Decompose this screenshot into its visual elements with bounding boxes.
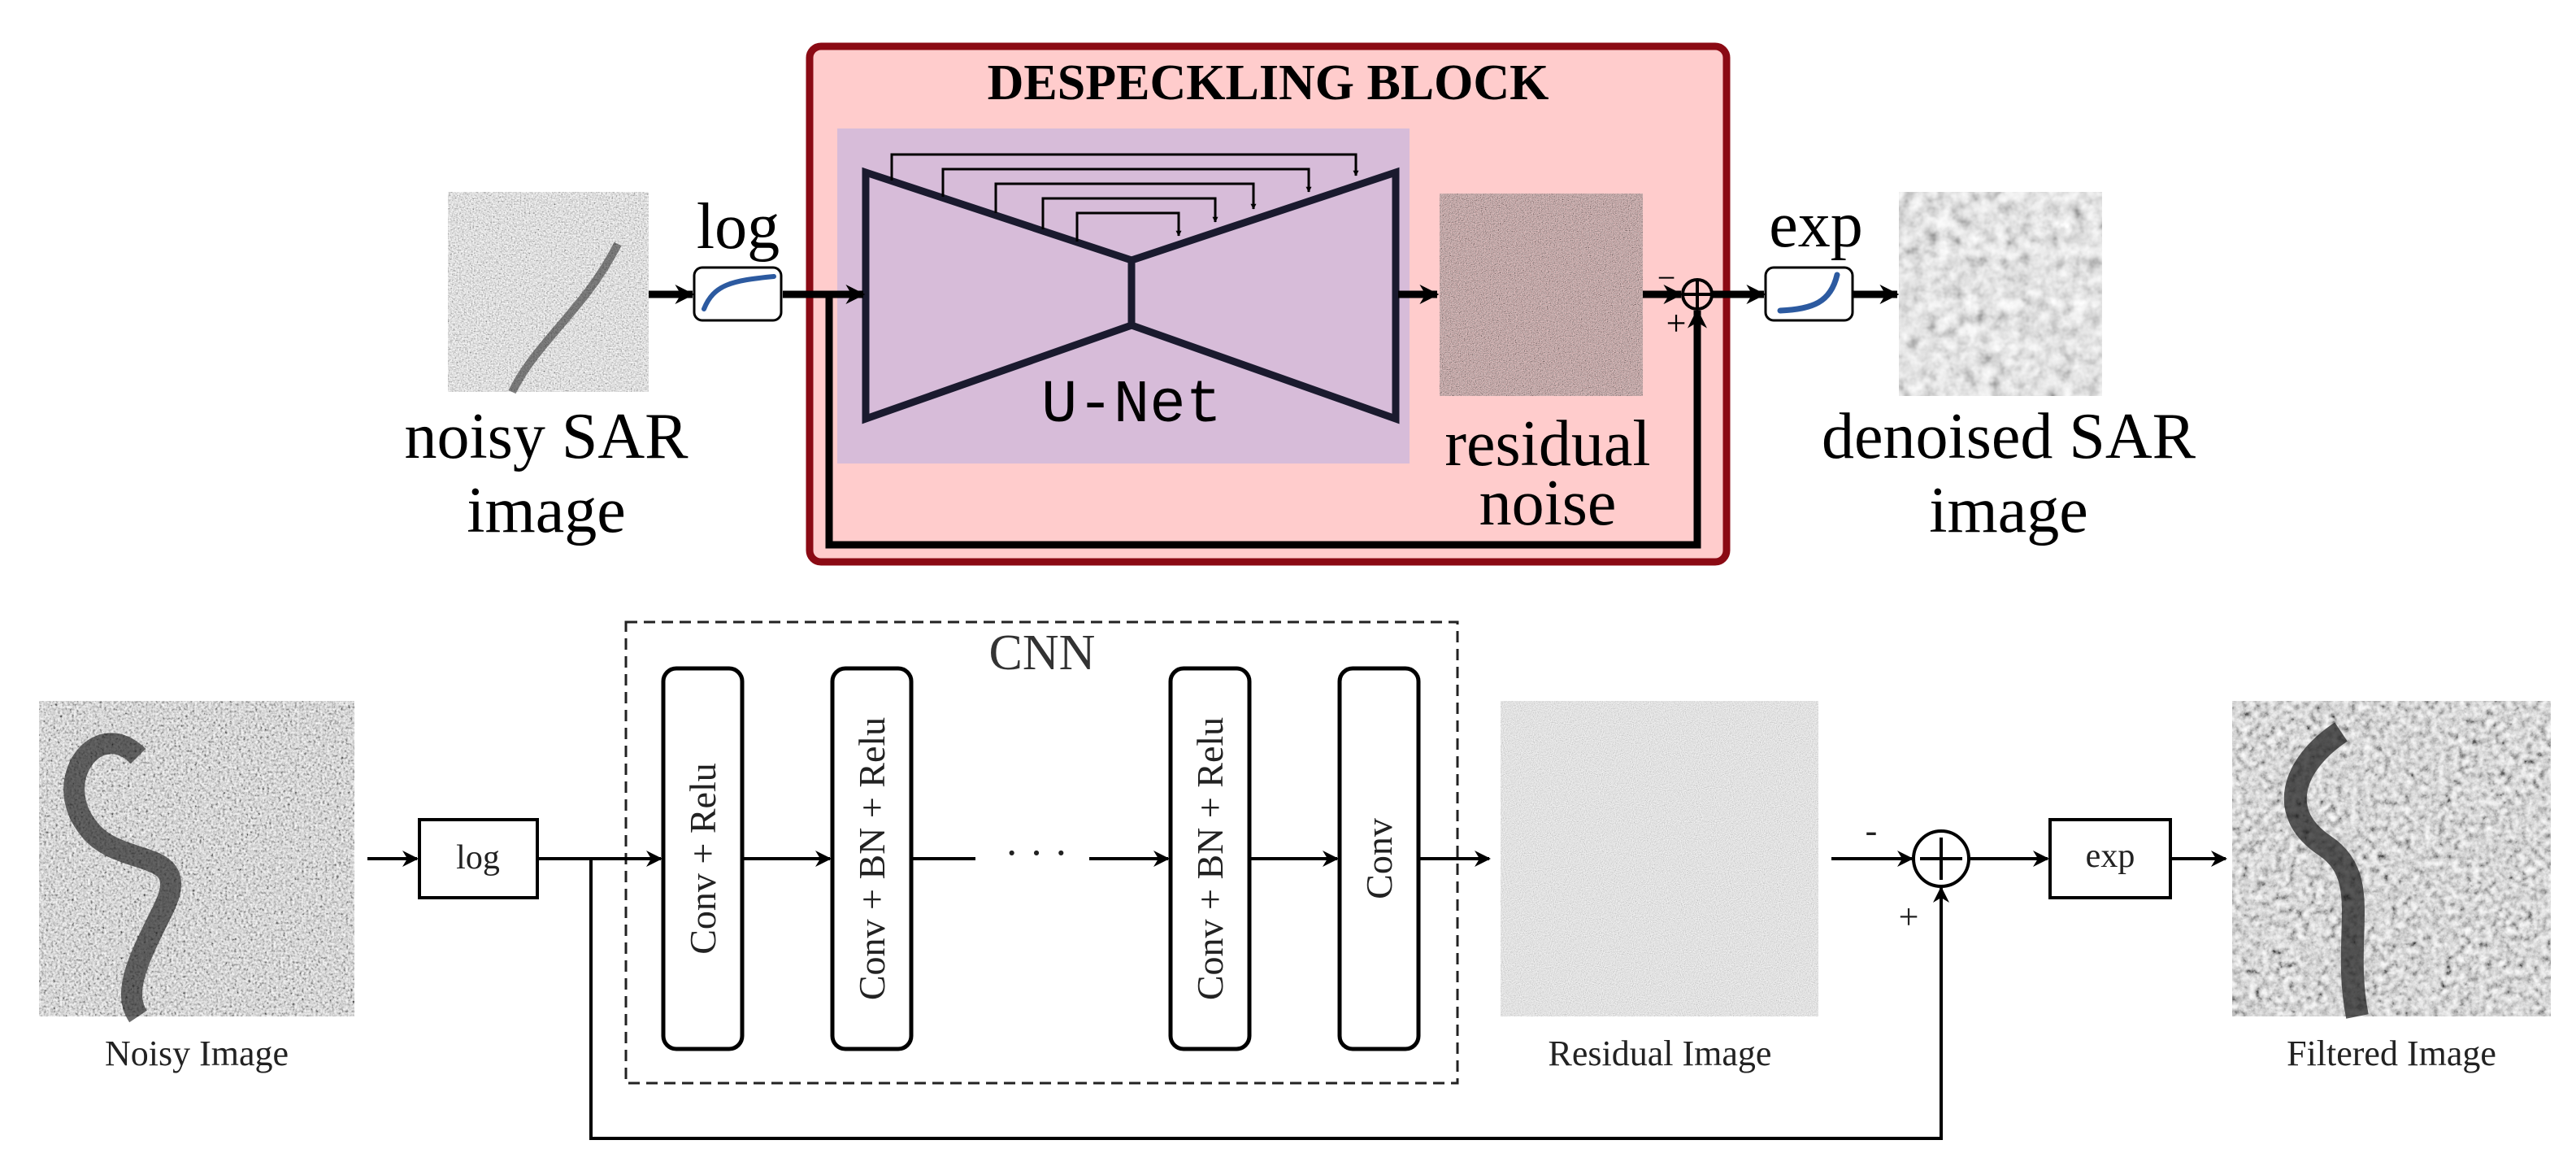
noisy-sar-caption-line1: noisy SAR [405, 401, 689, 472]
noisy-sar-river [508, 242, 622, 394]
cnn-label: CNN [989, 625, 1096, 681]
bottom-minus-sign: - [1866, 811, 1878, 851]
bottom-exp-box [2048, 818, 2172, 899]
cnn-region [624, 620, 1459, 1085]
cnn-layer-1: Conv + Relu [661, 666, 745, 1051]
cnn-layer-1-label: Conv + Relu [682, 763, 723, 955]
top-exp-label: exp [1769, 189, 1863, 261]
top-plus-sign: + [1666, 303, 1687, 343]
top-flow-arrows [649, 285, 1900, 549]
unet-decoder [1127, 167, 1400, 424]
denoised-sar-caption-line2: image [1929, 475, 2087, 546]
despeckling-block-title: DESPECKLING BLOCK [988, 55, 1549, 111]
cnn-layer-4: Conv [1337, 666, 1421, 1051]
top-log-label: log [697, 191, 780, 263]
log-curve-icon [702, 274, 776, 311]
residual-image-caption: Residual Image [1549, 1034, 1772, 1073]
bottom-diagram: Noisy Image log CNN Conv + Relu Conv + B… [39, 620, 2551, 1140]
unet-label: U-Net [1041, 372, 1222, 440]
residual-image [1501, 701, 1818, 1016]
residual-noise-caption-line1: residual [1444, 408, 1650, 480]
residual-noise-caption-line2: noise [1479, 468, 1617, 539]
unet-skip-connections [890, 153, 1359, 242]
filtered-image [2232, 701, 2551, 1016]
residual-noise-image [1440, 194, 1643, 396]
bottom-exp-label: exp [2086, 838, 2135, 875]
cnn-layer-3: Conv + BN + Relu [1168, 666, 1252, 1051]
cnn-layer-3-label: Conv + BN + Relu [1189, 717, 1231, 1000]
noisy-image-caption: Noisy Image [105, 1034, 289, 1073]
top-diagram: DESPECKLING BLOCK U-Net noisy SAR image … [405, 42, 2196, 566]
cnn-layer-4-label: Conv [1358, 818, 1400, 899]
bottom-plus-sign: + [1899, 897, 1919, 937]
cnn-layer-2-label: Conv + BN + Relu [851, 717, 893, 1000]
cnn-ellipsis: · · · [1005, 830, 1068, 877]
noisy-sar-caption-line2: image [467, 475, 625, 546]
exp-curve-icon [1777, 272, 1840, 314]
noisy-image-river [63, 733, 181, 1023]
bottom-log-label: log [456, 839, 500, 877]
denoised-sar-caption-line1: denoised SAR [1822, 401, 2196, 472]
denoised-sar-image [1899, 192, 2102, 396]
noisy-sar-image [448, 192, 649, 392]
cnn-layer-2: Conv + BN + Relu [830, 666, 914, 1051]
bottom-flow-arrows [367, 851, 2227, 1140]
top-exp-box [1764, 266, 1854, 322]
top-minus-sign: − [1657, 259, 1676, 296]
filtered-image-river [2283, 722, 2369, 1019]
filtered-image-caption: Filtered Image [2287, 1034, 2496, 1073]
